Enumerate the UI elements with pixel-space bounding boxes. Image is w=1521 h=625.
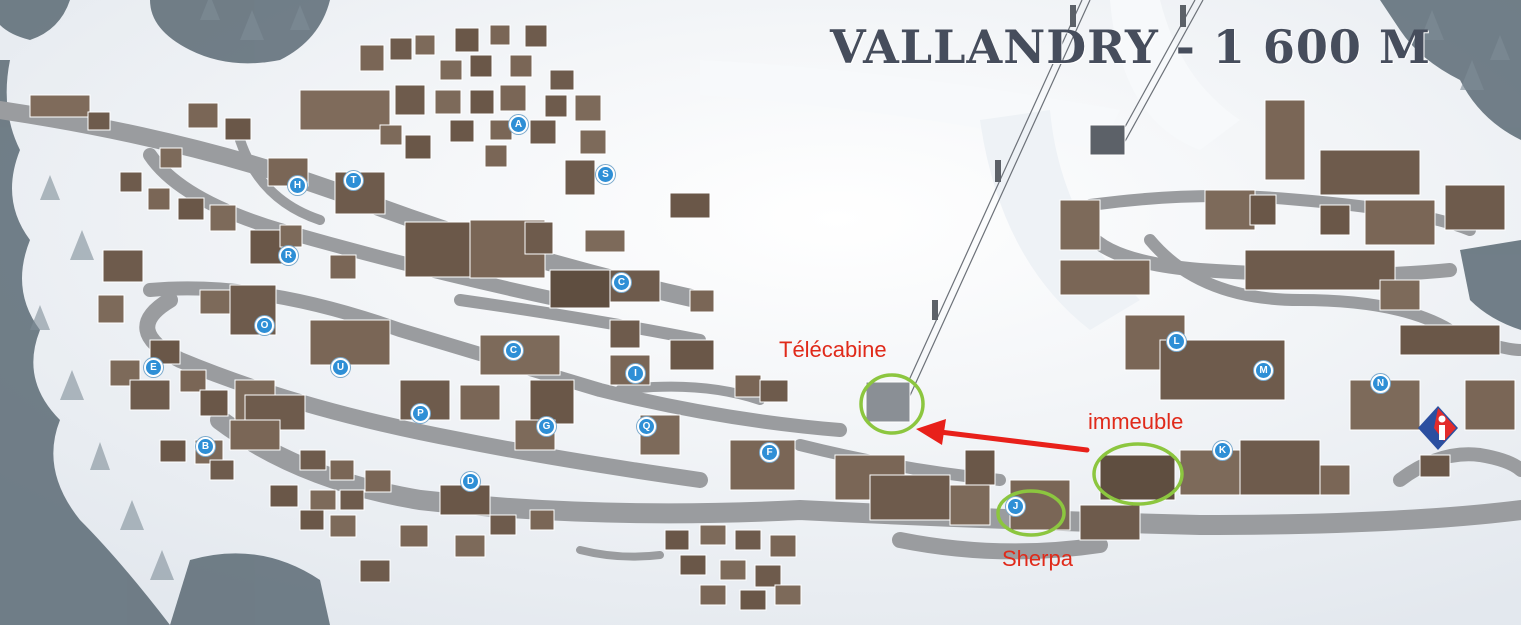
gondola-station — [865, 381, 911, 423]
highlight-circles — [859, 373, 1184, 537]
map-title: VALLANDRY - 1 600 M — [830, 20, 1431, 74]
highlight-telecabine — [859, 373, 925, 435]
annotation-immeuble: immeuble — [1088, 409, 1184, 434]
location-pin-h[interactable]: H — [288, 176, 307, 195]
location-pin-l[interactable]: L — [1167, 332, 1186, 351]
location-pin-c-lower[interactable]: C — [504, 341, 523, 360]
buildings — [29, 24, 1516, 611]
location-pin-t[interactable]: T — [344, 171, 363, 190]
location-pin-u[interactable]: U — [331, 358, 350, 377]
location-pin-s[interactable]: S — [596, 165, 615, 184]
annotation-sherpa: Sherpa — [1002, 546, 1073, 571]
gondola-pylons — [932, 5, 1186, 320]
highlight-sherpa — [996, 489, 1066, 537]
location-pin-e[interactable]: E — [144, 358, 163, 377]
red-arrow — [916, 419, 1090, 453]
location-pin-k[interactable]: K — [1213, 441, 1232, 460]
annotation-telecabine: Télécabine — [779, 337, 887, 362]
location-pin-f[interactable]: F — [760, 443, 779, 462]
location-pin-n[interactable]: N — [1371, 374, 1390, 393]
forest-snowy — [30, 0, 1510, 580]
location-pin-j[interactable]: J — [1006, 497, 1025, 516]
location-pin-a[interactable]: A — [509, 115, 528, 134]
ski-slope — [1110, 0, 1240, 150]
location-pin-r[interactable]: R — [279, 246, 298, 265]
info-logo-icon — [1418, 406, 1458, 450]
gondola-cables — [899, 0, 1204, 401]
location-pin-c-upper[interactable]: C — [612, 273, 631, 292]
location-pin-p[interactable]: P — [411, 404, 430, 423]
location-pin-o[interactable]: O — [255, 316, 274, 335]
location-pin-m[interactable]: M — [1254, 361, 1273, 380]
location-pin-g[interactable]: G — [537, 417, 556, 436]
highlight-immeuble — [1092, 442, 1184, 506]
location-pin-b[interactable]: B — [196, 437, 215, 456]
location-pin-q[interactable]: Q — [637, 417, 656, 436]
location-pin-i[interactable]: I — [626, 364, 645, 383]
location-pin-d[interactable]: D — [461, 472, 480, 491]
